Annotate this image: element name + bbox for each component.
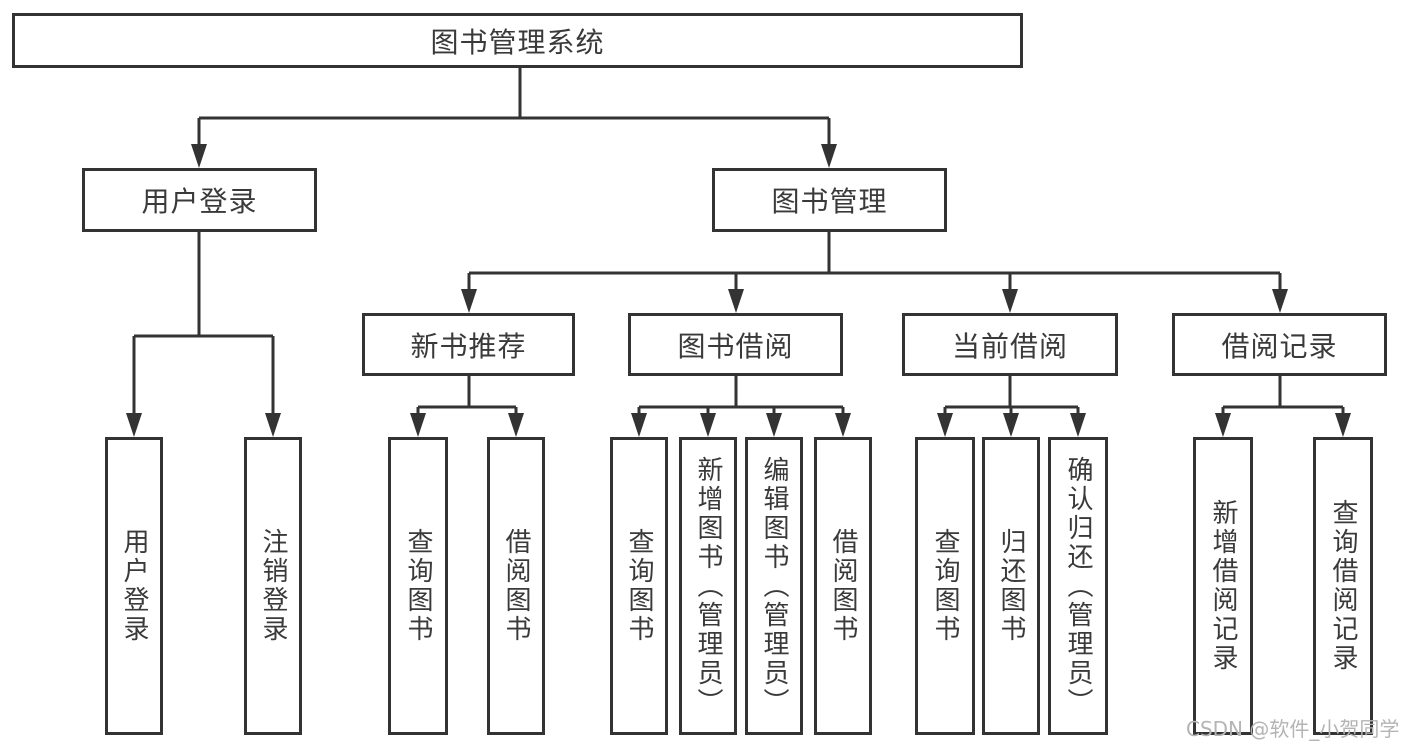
connector-new-book-recommend-children <box>410 376 524 437</box>
leaf-borrow-books: 借阅图书 <box>814 437 872 735</box>
leaf-query-books-current: 查询图书 <box>915 437 975 735</box>
connector-book-borrow-children <box>631 376 851 437</box>
node-root-label: 图书管理系统 <box>430 25 605 59</box>
node-book-borrow-label: 图书借阅 <box>677 329 794 363</box>
connector-borrow-records-children <box>1215 376 1351 437</box>
node-root: 图书管理系统 <box>12 13 1023 68</box>
leaf-add-book-admin-label: 新增图书（管理员） <box>693 455 723 717</box>
leaf-user-login-label: 用户登录 <box>119 528 149 644</box>
node-borrow-records: 借阅记录 <box>1172 313 1387 376</box>
connector-user-login-children <box>126 232 281 437</box>
leaf-query-books-recommend-label: 查询图书 <box>403 528 433 644</box>
node-current-borrow: 当前借阅 <box>902 313 1118 376</box>
leaf-add-borrow-record: 新增借阅记录 <box>1193 437 1253 735</box>
leaf-add-borrow-record-label: 新增借阅记录 <box>1208 499 1238 673</box>
leaf-borrow-books-label: 借阅图书 <box>828 528 858 644</box>
leaf-confirm-return-admin-label: 确认归还（管理员） <box>1063 455 1093 717</box>
connector-book-management-children <box>461 232 1288 313</box>
leaf-logout-label: 注销登录 <box>258 528 288 644</box>
leaf-borrow-books-recommend: 借阅图书 <box>487 437 545 735</box>
node-user-login: 用户登录 <box>82 168 317 232</box>
leaf-edit-book-admin: 编辑图书（管理员） <box>745 437 803 735</box>
watermark: CSDN @软件_小贺同学 <box>1186 717 1400 741</box>
leaf-add-book-admin: 新增图书（管理员） <box>679 437 737 735</box>
node-book-management-label: 图书管理 <box>771 185 888 218</box>
leaf-query-borrow-record: 查询借阅记录 <box>1313 437 1373 735</box>
leaf-return-book: 归还图书 <box>982 437 1040 735</box>
node-new-book-recommend: 新书推荐 <box>362 313 575 376</box>
connector-root-to-level2 <box>191 68 837 168</box>
leaf-edit-book-admin-label: 编辑图书（管理员） <box>759 455 789 717</box>
leaf-query-borrow-record-label: 查询借阅记录 <box>1328 499 1358 673</box>
leaf-borrow-books-recommend-label: 借阅图书 <box>501 528 531 644</box>
leaf-return-book-label: 归还图书 <box>996 528 1026 644</box>
leaf-logout: 注销登录 <box>244 437 302 735</box>
leaf-query-books-recommend: 查询图书 <box>388 437 448 735</box>
leaf-query-books-current-label: 查询图书 <box>930 528 960 644</box>
node-current-borrow-label: 当前借阅 <box>951 329 1068 363</box>
node-user-login-label: 用户登录 <box>141 185 258 218</box>
leaf-query-books-borrow-label: 查询图书 <box>624 528 654 644</box>
node-borrow-records-label: 借阅记录 <box>1221 329 1338 363</box>
node-book-borrow: 图书借阅 <box>628 313 843 376</box>
leaf-query-books-borrow: 查询图书 <box>610 437 668 735</box>
leaf-confirm-return-admin: 确认归还（管理员） <box>1048 437 1108 735</box>
connector-current-borrow-children <box>937 376 1086 437</box>
node-book-management: 图书管理 <box>712 168 947 232</box>
node-new-book-recommend-label: 新书推荐 <box>410 329 527 363</box>
leaf-user-login: 用户登录 <box>105 437 163 735</box>
